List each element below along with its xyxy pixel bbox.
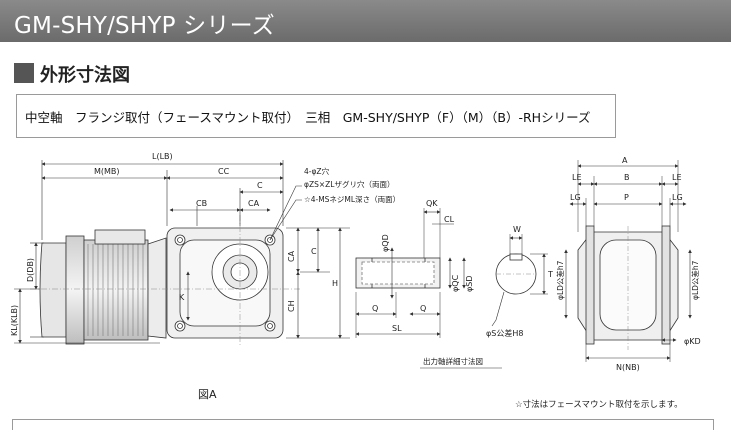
model-subtitle: 中空軸 フランジ取付（フェースマウント取付） 三相 GM-SHY/SHYP（F）… xyxy=(25,110,591,125)
motor-adaptor xyxy=(147,237,167,339)
dim-kd: φKD xyxy=(684,337,701,346)
footnote: ☆寸法はフェースマウント取付を示します。 xyxy=(515,400,683,410)
dimension-labels: L(LB) M(MB) CC C CB CA K H C CA CH D(DB)… xyxy=(10,152,701,372)
dim-ca-side: CA xyxy=(287,250,296,262)
dim-qk: QK xyxy=(426,199,438,208)
next-table-frame xyxy=(12,419,714,430)
dim-le-right: LE xyxy=(672,173,682,182)
note-tapped-holes: ☆4-MSネジML深さ（両面） xyxy=(304,195,400,204)
dim-lg-right: LG xyxy=(672,193,683,202)
dim-kl: KL(KLB) xyxy=(10,305,19,336)
dim-sd: φSD xyxy=(465,275,474,292)
dim-q-right: Q xyxy=(420,304,426,313)
dim-n: N(NB) xyxy=(616,363,640,372)
dim-ld-left: φLD公差h7 xyxy=(555,260,565,300)
dim-ch: CH xyxy=(287,300,296,312)
right-view xyxy=(564,160,692,362)
page-header: GM-SHY/SHYP シリーズ xyxy=(0,0,731,42)
dim-h: H xyxy=(332,279,338,288)
dim-cl: CL xyxy=(444,215,455,224)
dim-qc: φQC xyxy=(451,274,460,292)
dim-le-left: LE xyxy=(572,173,582,182)
motor-endcap xyxy=(39,242,67,338)
motor-body xyxy=(83,239,149,341)
terminal-box xyxy=(94,229,146,245)
main-view xyxy=(39,227,284,345)
model-subtitle-box: 中空軸 フランジ取付（フェースマウント取付） 三相 GM-SHY/SHYP（F）… xyxy=(16,94,616,138)
dim-qd: φQD xyxy=(381,234,390,252)
dim-t: T xyxy=(547,270,553,279)
section-title: 外形寸法図 xyxy=(40,65,130,86)
dim-cb: CB xyxy=(196,199,207,208)
dim-c-top: C xyxy=(257,181,263,190)
dim-c-side: C xyxy=(311,247,317,256)
dim-q-left: Q xyxy=(372,304,378,313)
dim-a: A xyxy=(622,156,628,165)
dim-p: P xyxy=(624,193,629,202)
shaft-detail xyxy=(355,208,466,338)
dim-k: K xyxy=(179,293,185,302)
keyway-view xyxy=(491,234,548,327)
dim-ca-top: CA xyxy=(248,199,260,208)
dim-lg-left: LG xyxy=(570,193,581,202)
dim-s: φS公差H8 xyxy=(486,328,523,338)
dim-l: L(LB) xyxy=(152,152,173,161)
dim-cc: CC xyxy=(218,167,230,176)
motor-fan-cover xyxy=(65,235,85,345)
dim-ld-right: φLD公差h7 xyxy=(690,260,700,300)
dim-b: B xyxy=(624,173,630,182)
dim-m: M(MB) xyxy=(94,167,120,176)
section-marker xyxy=(14,63,34,83)
shaft-detail-caption: 出力軸詳細寸法図 xyxy=(423,356,483,366)
note-holes: 4-φZ穴 xyxy=(304,166,330,176)
dim-sl: SL xyxy=(392,324,402,333)
dim-w: W xyxy=(513,225,521,234)
page-title: GM-SHY/SHYP シリーズ xyxy=(14,13,275,39)
note-counterbore: φZS×ZLザグリ穴（両面） xyxy=(304,179,394,189)
figure-caption: 図A xyxy=(198,388,217,401)
dim-d: D(DB) xyxy=(26,258,35,282)
